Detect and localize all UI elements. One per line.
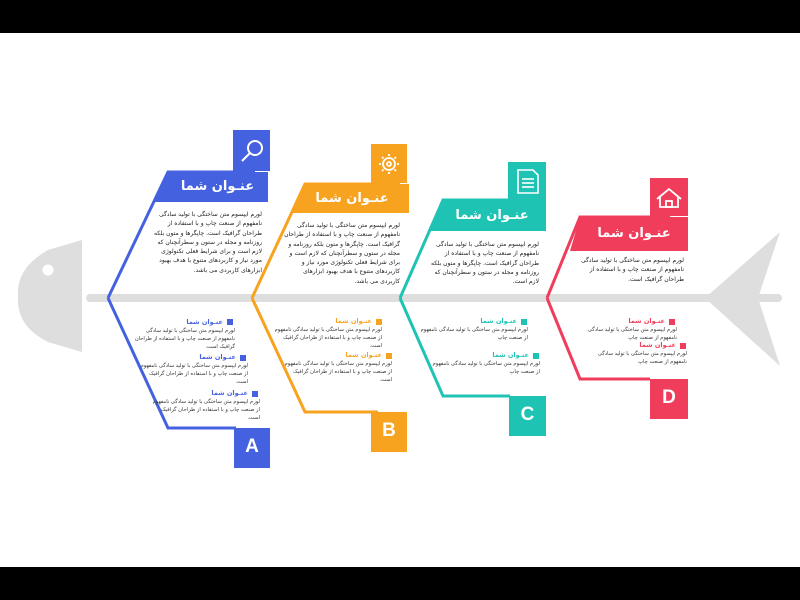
branch-c-title-banner: [430, 200, 546, 231]
fish-head: [17, 240, 82, 352]
branch-c-sub-2-marker: [533, 353, 539, 359]
branch-b-sub-2-title: عنـوان شما: [345, 351, 382, 359]
branch-a-letter: A: [245, 436, 259, 457]
branch-c-sub-2-title: عنـوان شما: [492, 351, 529, 359]
branch-a-sub-1-title: عنـوان شما: [186, 318, 223, 326]
branch-c-title: عنـوان شما: [455, 208, 529, 223]
branch-b-sub-1-body: لورم ایپسوم متن ساختگی با تولید سادگی نا…: [274, 327, 382, 349]
branch-c-sub-2-body: لورم ایپسوم متن ساختگی با تولید سادگی نا…: [432, 361, 540, 375]
bottom-letterbox: [0, 567, 800, 600]
branch-a-sub-1-marker: [227, 319, 233, 325]
branch-d-letter: D: [662, 387, 676, 408]
branch-a-title: عنـوان شما: [180, 179, 255, 194]
branch-c-letter: C: [520, 404, 535, 425]
branch-a-sub-3-title: عنـوان شما: [211, 389, 248, 397]
branch-d-sub-1-title: عنـوان شما: [628, 317, 665, 325]
branch-b-sub-1-title: عنـوان شما: [335, 317, 372, 325]
branch-d-sub-2-marker: [680, 343, 686, 349]
branch-d-title: عنـوان شما: [597, 226, 671, 241]
branch-a-sub-3-marker: [252, 391, 258, 397]
branch-a-sub-2-title: عنـوان شما: [199, 353, 236, 361]
branch-b-sub-2-body: لورم ایپسوم متن ساختگی با تولید سادگی نا…: [284, 361, 392, 383]
branch-d-sub-1-body: لورم ایپسوم متن ساختگی با تولید سادگی نا…: [587, 327, 677, 341]
branch-a-sub-2-body: لورم ایپسوم متن ساختگی با تولید سادگی نا…: [140, 363, 248, 385]
fish-eye: [42, 264, 54, 276]
branch-b-letter-box: [371, 412, 407, 452]
magnifier-icon: [241, 140, 263, 162]
branch-c-letter-box: [509, 396, 546, 436]
branch-b-body: لورم ایپسوم متن ساختگی با تولید سادگی نا…: [284, 222, 400, 285]
branch-d-sub-2-body: لورم ایپسوم متن ساختگی با تولید سادگی نا…: [597, 351, 687, 365]
branch-c-sub-1-body: لورم ایپسوم متن ساختگی با تولید سادگی نا…: [420, 327, 528, 341]
branch-c-sub-1-marker: [521, 319, 527, 325]
branch-a-icon-box: [233, 130, 270, 171]
branch-a-sub-2-marker: [240, 355, 246, 361]
branch-c-sub-1-title: عنـوان شما: [480, 317, 517, 325]
branch-b-title-banner: [292, 184, 409, 213]
branch-c-body: لورم ایپسوم متن ساختگی با تولید سادگی نا…: [431, 241, 539, 286]
branch-b-title: عنـوان شما: [315, 191, 389, 206]
home-icon: [656, 187, 682, 208]
branch-b-sub-2-marker: [386, 353, 392, 359]
branch-a-sub-3-body: لورم ایپسوم متن ساختگی با تولید سادگی نا…: [152, 399, 260, 421]
fish-spine: [86, 294, 782, 302]
branch-d-body: لورم ایپسوم متن ساختگی با تولید سادگی نا…: [580, 257, 684, 283]
branch-d-sub-1-marker: [669, 319, 675, 325]
branch-a-sub-1-body: لورم ایپسوم متن ساختگی با تولید سادگی نا…: [134, 328, 235, 350]
branch-d-icon-box: [650, 178, 688, 216]
document-icon: [517, 169, 539, 194]
branch-b-letter: B: [382, 420, 396, 441]
branch-b-icon-box: [371, 144, 407, 183]
branch-a-title-banner: [153, 172, 268, 202]
gear-icon: [379, 154, 399, 174]
branch-a-letter-box: [234, 428, 270, 468]
top-letterbox: [0, 0, 800, 33]
branch-d-sub-2-title: عنـوان شما: [639, 341, 676, 349]
branch-d-title-banner: [570, 217, 688, 251]
branch-c-icon-box: [508, 162, 546, 200]
branch-b-sub-1-marker: [376, 319, 382, 325]
branch-a-body: لورم ایپسوم متن ساختگی با تولید سادگی نا…: [154, 211, 262, 274]
branch-d-letter-box: [650, 379, 688, 419]
